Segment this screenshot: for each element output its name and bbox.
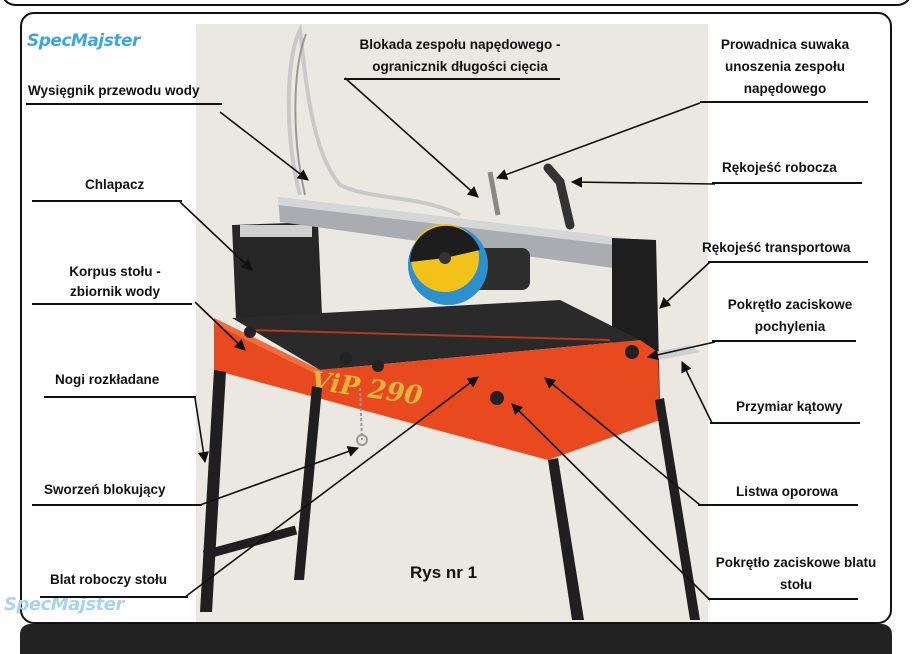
label-slide-guide-2: unoszenia zespołu <box>724 59 846 74</box>
rule <box>698 504 858 506</box>
label-drive-lock-1: Blokada zespołu napędowego - <box>359 37 561 52</box>
rule <box>712 340 856 342</box>
leg <box>294 386 322 580</box>
rule <box>700 101 868 103</box>
rule <box>708 598 858 600</box>
water-hose <box>286 23 461 217</box>
label-table-body-1: Korpus stołu - <box>69 264 161 279</box>
label-folding-legs: Nogi rozkładane <box>55 372 160 387</box>
label-slide-guide-1: Prowadnica suwaka <box>720 37 850 52</box>
rule <box>344 78 560 80</box>
rule <box>708 261 868 263</box>
label-water-hose-arm: Wysięgnik przewodu wody <box>28 83 200 98</box>
logo-watermark: SpecMajster <box>27 31 140 51</box>
label-locking-pin: Sworzeń blokujący <box>44 482 166 497</box>
label-working-handle: Rękojeść robocza <box>722 160 837 175</box>
leg <box>548 458 584 620</box>
callout-leaders <box>179 77 716 601</box>
label-fence-strip: Listwa oporowa <box>736 484 839 499</box>
rule <box>710 422 860 424</box>
label-tilt-knob-1: Pokrętło zaciskowe <box>727 297 853 312</box>
label-work-surface: Blat roboczy stołu <box>50 572 168 587</box>
rule <box>32 200 182 202</box>
table-body <box>214 318 660 460</box>
rule <box>26 103 222 105</box>
label-table-knob-2: stołu <box>779 577 813 592</box>
splash-guard <box>232 222 322 318</box>
label-tilt-knob-2: pochylenia <box>754 319 826 334</box>
working-handle <box>543 163 575 230</box>
label-splash-guard: Chlapacz <box>85 177 145 192</box>
label-drive-lock-2: ogranicznik długości cięcia <box>372 59 548 74</box>
label-angle-gauge: Przymiar kątowy <box>736 399 843 414</box>
rule <box>32 504 202 506</box>
label-transport-handle: Rękojeść transportowa <box>702 240 851 255</box>
tile-saw-illustration: ViP 290 <box>200 23 700 620</box>
label-table-knob-1: Pokrętło zaciskowe blatu <box>715 555 877 570</box>
label-slide-guide-3: napędowego <box>743 81 827 96</box>
leg <box>655 398 700 620</box>
figure-caption: Rys nr 1 <box>410 563 478 582</box>
rule <box>44 396 196 398</box>
rule <box>32 303 192 305</box>
rule <box>40 596 188 598</box>
label-table-body-2: zbiornik wody <box>69 284 160 299</box>
logo-watermark-bottom: SpecMajster <box>4 594 124 615</box>
rule <box>712 182 862 184</box>
